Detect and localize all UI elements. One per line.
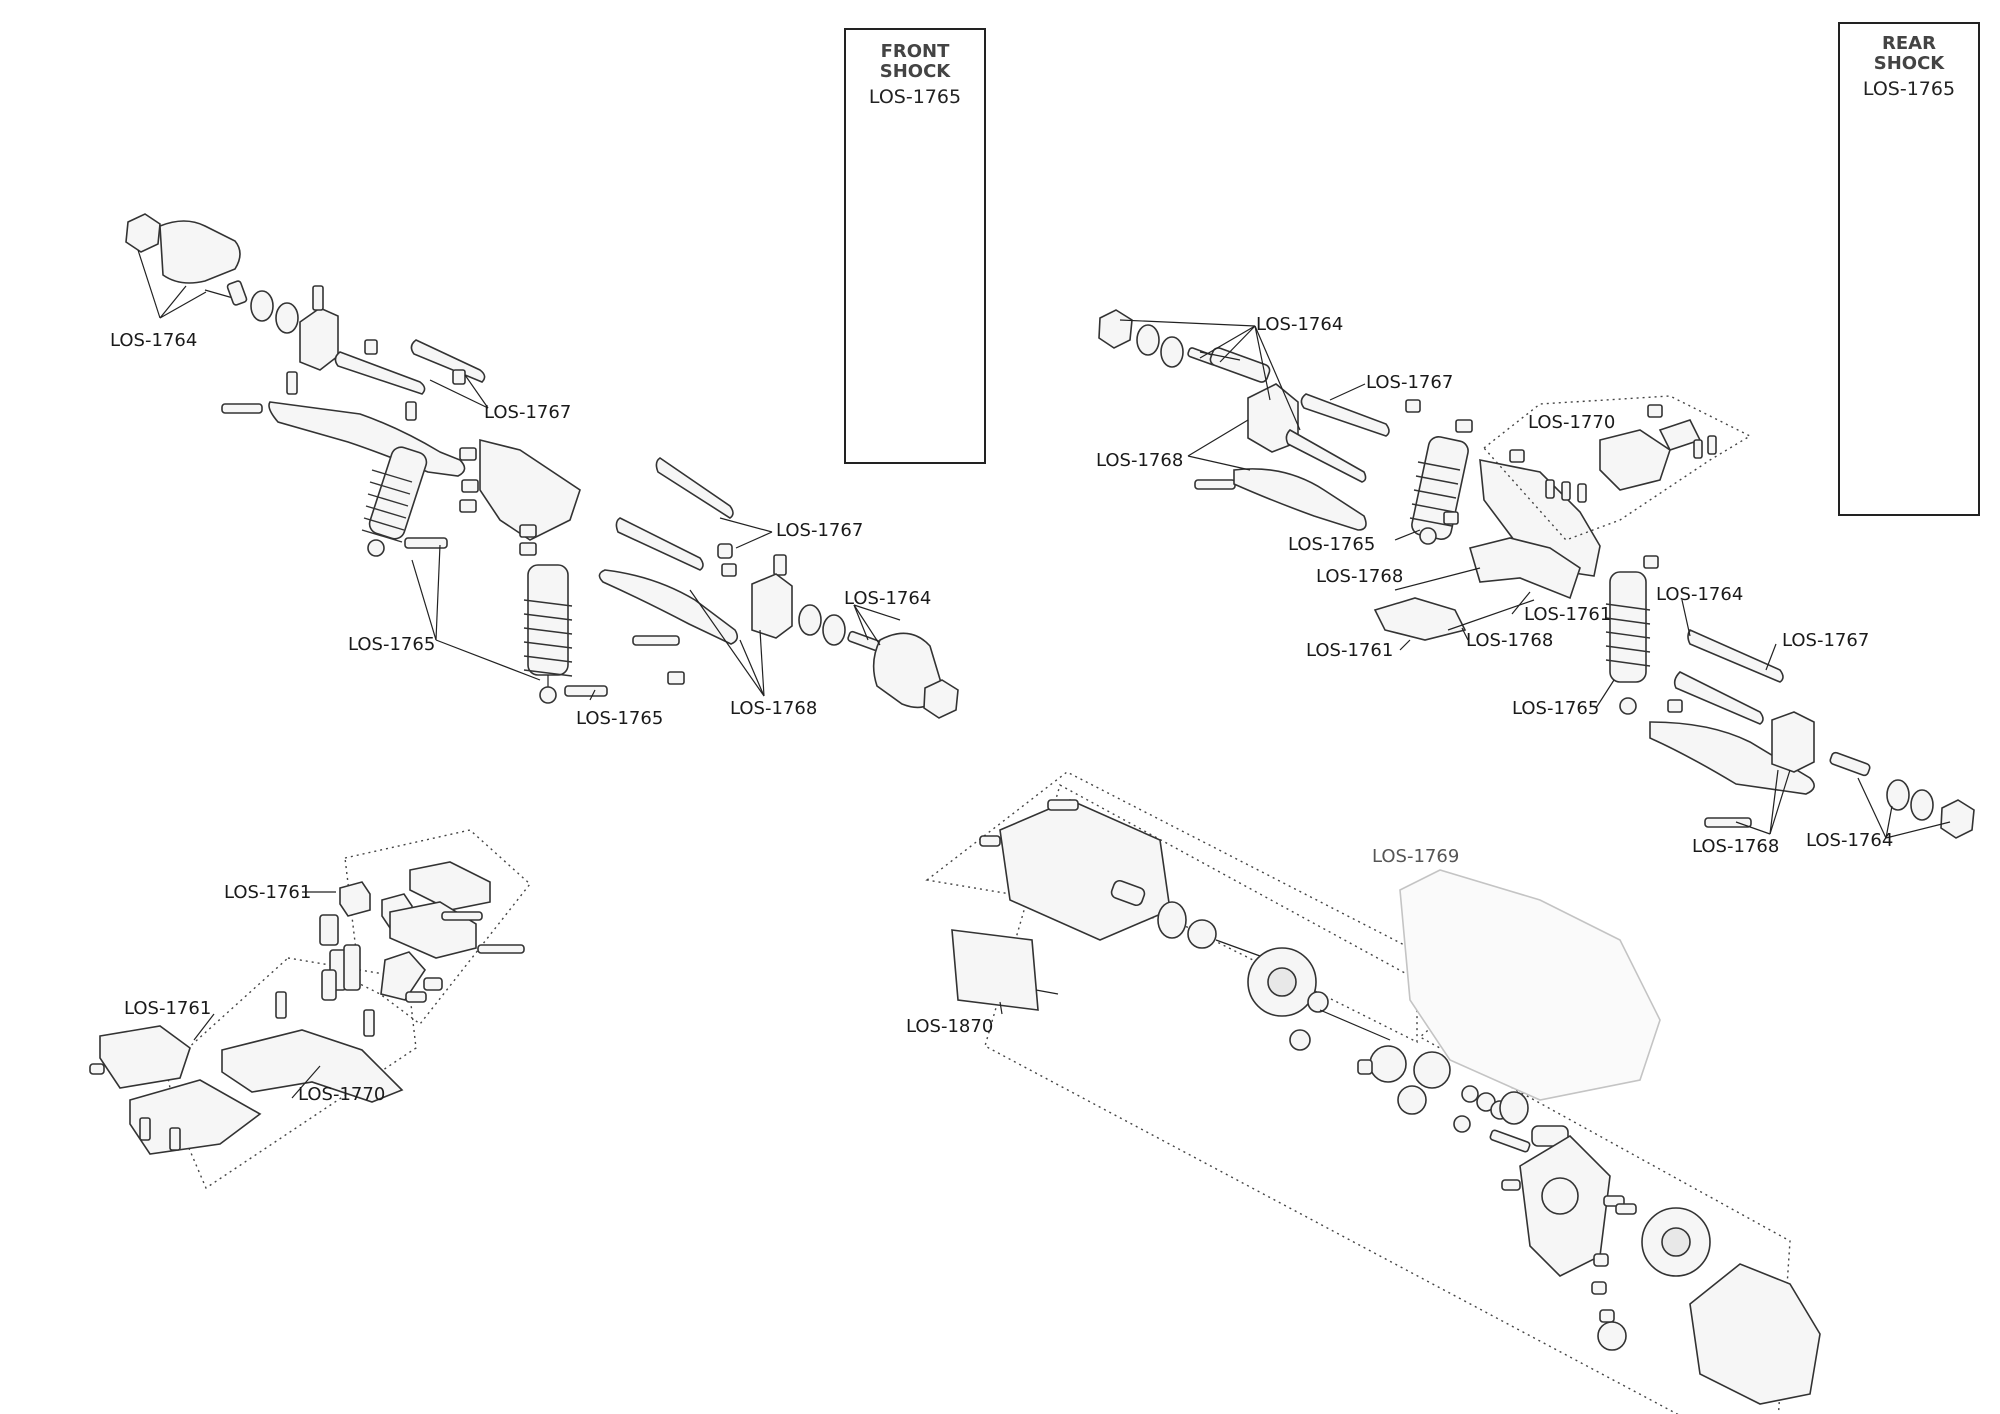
- callout-label: LOS-1767: [776, 520, 864, 541]
- hex-nut-part: [1098, 309, 1133, 349]
- bearing-part: [798, 604, 822, 636]
- transmission-leader-lines: [999, 1001, 1003, 1015]
- front-shock-inset: FRONT SHOCK LOS-1765: [844, 28, 986, 464]
- front-shock-title-2: SHOCK: [879, 61, 951, 82]
- rear-shock-part-a: [1409, 435, 1469, 545]
- gearbox-housing-part: [999, 799, 1171, 941]
- lower-arm-part: [268, 401, 466, 477]
- front-shock-part-b: [523, 564, 573, 704]
- steering-block-part: [751, 573, 793, 639]
- rear-shock-title-2: SHOCK: [1873, 53, 1945, 74]
- callout-label: LOS-1764: [110, 330, 198, 351]
- lower-arm-part: [598, 569, 739, 645]
- bearing-part: [275, 302, 299, 334]
- turnbuckle-part: [615, 517, 704, 571]
- callout-label: LOS-1768: [1692, 836, 1780, 857]
- callout-label: LOS-1764: [1806, 830, 1894, 851]
- callout-label: LOS-1761: [1524, 604, 1612, 625]
- callout-label: LOS-1765: [1288, 534, 1376, 555]
- rear-shock-inset: REAR SHOCK LOS-1765: [1838, 22, 1980, 516]
- callout-label: LOS-1768: [1096, 450, 1184, 471]
- faint-housing-part: [1399, 869, 1661, 1101]
- callout-label: LOS-1870: [906, 1016, 994, 1037]
- rear-leader-lines: [1119, 319, 1951, 839]
- callout-label: LOS-1761: [124, 998, 212, 1019]
- transmission-group: [925, 771, 1821, 1414]
- bearing-part: [822, 614, 846, 646]
- group-outline: [1482, 395, 1752, 541]
- callout-label: LOS-1768: [1466, 630, 1554, 651]
- rear-shock-title-1: REAR: [1882, 33, 1936, 54]
- bottom-left-chassis-group: [89, 829, 531, 1190]
- front-left-suspension: [125, 213, 959, 719]
- front-left-leader-lines: [137, 249, 901, 701]
- rear-right-suspension: [1098, 309, 1975, 839]
- rear-shock-part-b: [1605, 571, 1651, 715]
- front-shock-part-number: LOS-1765: [868, 86, 962, 108]
- callout-label: LOS-1764: [844, 588, 932, 609]
- bearing-part: [250, 290, 274, 322]
- motor-part: [951, 929, 1039, 1011]
- callout-label: LOS-1764: [1656, 584, 1744, 605]
- callout-label: LOS-1768: [730, 698, 818, 719]
- callout-label: LOS-1769: [1372, 846, 1460, 867]
- callout-label: LOS-1765: [348, 634, 436, 655]
- callout-label: LOS-1767: [1782, 630, 1870, 651]
- callout-label: LOS-1770: [1528, 412, 1616, 433]
- callout-label: LOS-1768: [1316, 566, 1404, 587]
- callout-label: LOS-1761: [224, 882, 312, 903]
- hub-carrier-part: [159, 220, 241, 284]
- front-shock-title-1: FRONT: [880, 41, 950, 62]
- callout-label: LOS-1770: [298, 1084, 386, 1105]
- turnbuckle-part: [655, 457, 734, 519]
- gear-cover-part: [1689, 1263, 1821, 1405]
- steering-block-part: [299, 307, 339, 371]
- callout-label: LOS-1765: [576, 708, 664, 729]
- callout-label: LOS-1767: [484, 402, 572, 423]
- callout-label: LOS-1765: [1512, 698, 1600, 719]
- turnbuckle-part: [410, 339, 486, 383]
- bottom-left-leader-lines: [193, 891, 336, 1099]
- callout-label: LOS-1764: [1256, 314, 1344, 335]
- callout-label: LOS-1761: [1306, 640, 1394, 661]
- shock-tower-part: [479, 438, 581, 541]
- callout-label: LOS-1767: [1366, 372, 1454, 393]
- turnbuckle-part: [334, 351, 426, 395]
- front-shock-part-a: [361, 446, 428, 557]
- hex-nut-part: [125, 213, 161, 253]
- hex-nut-part: [923, 679, 959, 719]
- rear-shock-part-number: LOS-1765: [1862, 78, 1956, 100]
